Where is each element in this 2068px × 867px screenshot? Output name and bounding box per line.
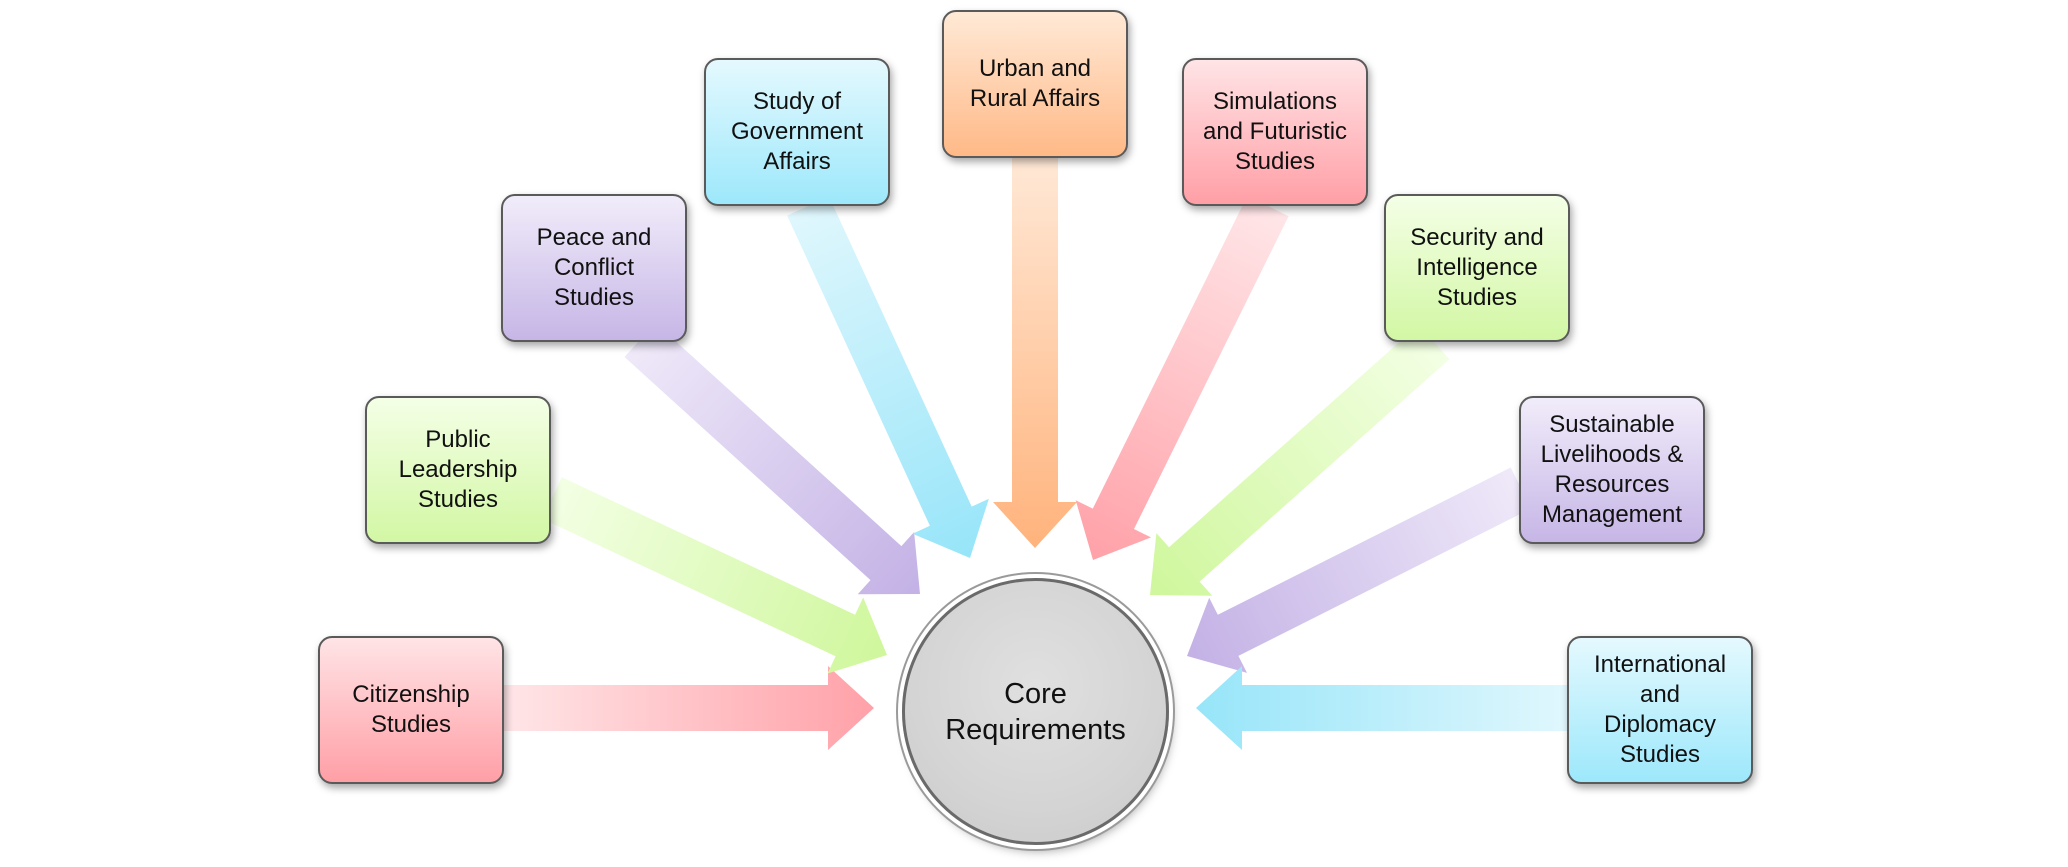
core-requirements-label: Core Requirements: [945, 677, 1126, 746]
node-security-intelligence: Security and Intelligence Studies: [1384, 194, 1570, 342]
node-label: Public Leadership Studies: [398, 426, 518, 513]
node-label: Urban and Rural Affairs: [969, 55, 1101, 112]
node-urban-rural: Urban and Rural Affairs: [942, 10, 1128, 158]
core-requirements-circle: Core Requirements: [902, 578, 1169, 845]
arrow-international-diplomacy: [1196, 666, 1567, 750]
node-government-affairs: Study of Government Affairs: [704, 58, 890, 206]
arrow-government-affairs: [787, 196, 989, 558]
node-label: Simulations and Futuristic Studies: [1202, 88, 1348, 175]
arrow-peace-conflict: [624, 323, 920, 595]
node-label: International and Diplomacy Studies: [1593, 651, 1727, 768]
node-label: Security and Intelligence Studies: [1410, 224, 1544, 311]
arrow-security-intelligence: [1150, 324, 1450, 596]
node-sustainable-livelihoods: Sustainable Livelihoods & Resources Mana…: [1519, 396, 1705, 544]
node-label: Study of Government Affairs: [730, 88, 864, 175]
node-simulations-futuristic: Simulations and Futuristic Studies: [1182, 58, 1368, 206]
node-citizenship: Citizenship Studies: [318, 636, 504, 784]
arrow-sustainable-livelihoods: [1187, 467, 1532, 673]
arrow-simulations-futuristic: [1075, 195, 1289, 561]
node-label: Citizenship Studies: [352, 681, 470, 738]
arrow-urban-rural: [993, 158, 1077, 548]
arrow-public-leadership: [542, 477, 887, 674]
node-label: Peace and Conflict Studies: [536, 224, 652, 311]
node-label: Sustainable Livelihoods & Resources Mana…: [1540, 411, 1684, 528]
arrow-citizenship: [502, 666, 874, 750]
node-international-diplomacy: International and Diplomacy Studies: [1567, 636, 1753, 784]
node-peace-conflict: Peace and Conflict Studies: [501, 194, 687, 342]
node-public-leadership: Public Leadership Studies: [365, 396, 551, 544]
